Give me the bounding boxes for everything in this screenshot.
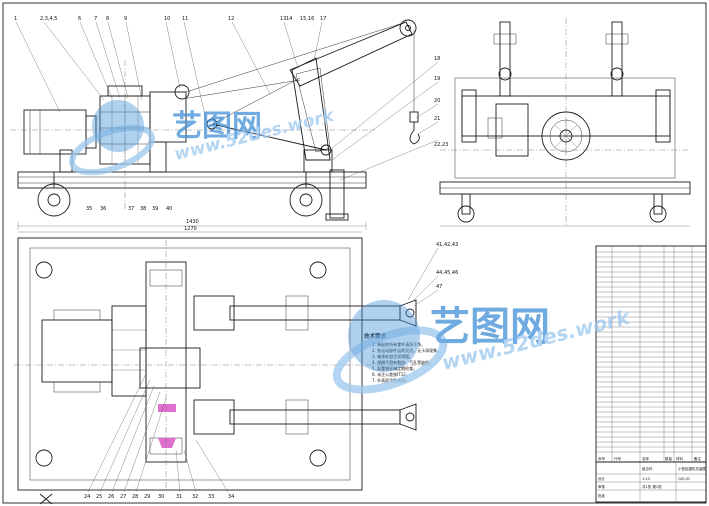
dimension-plan: 1270 (184, 226, 197, 232)
callout-label: 24 (84, 494, 90, 500)
side-mast-right (611, 21, 623, 97)
callout-label: 32 (192, 494, 198, 500)
callout-label: 1 (14, 16, 17, 22)
callout-label: 34 (228, 494, 234, 500)
callout-label: 26 (108, 494, 114, 500)
callout-label: 7 (94, 16, 97, 22)
drawing-material: 组合件 (642, 466, 653, 471)
note-line: 6. 未注公差按IT12。 (372, 371, 410, 377)
drawing-scale: 1:10 (642, 477, 650, 481)
plan-view: 1270 (14, 226, 439, 493)
callout-label: 47 (436, 284, 442, 290)
winch-drum (149, 91, 187, 143)
callout-label: 38 (140, 206, 146, 212)
callouts-bottom-row: 24 25 26 27 28 29 30 31 32 33 34 35 36 3… (84, 206, 234, 500)
callout-label: 12 (228, 16, 234, 22)
title-block: 小型起重机总装图 QZJ-00 组合件 1:10 共1张 第1张 设计 审核 批… (595, 461, 706, 503)
plan-boom-lower (229, 409, 401, 425)
front-elevation-view: 1430 (10, 19, 420, 230)
tie-rod (185, 21, 407, 93)
watermark-brand: 艺图网 (172, 109, 262, 144)
callout-label: 31 (176, 494, 182, 500)
callouts-top-row: 1 2,3,4,5 6 7 8 9 10 11 12 13 14 15,16 1… (14, 16, 448, 148)
plan-reducer (111, 305, 147, 397)
designer-label: 设计 (598, 476, 606, 481)
corner-mark (39, 493, 53, 505)
bom-head-no: 序号 (598, 456, 606, 461)
callout-label: 33 (208, 494, 214, 500)
boom-arm (289, 21, 413, 87)
bom-frame (595, 245, 707, 463)
callout-label: 14 (286, 16, 292, 22)
callout-label: 19 (434, 76, 440, 82)
callout-label: 15,16 (300, 16, 314, 22)
callout-label: 9 (124, 16, 127, 22)
callout-label: 8 (106, 16, 109, 22)
callout-label: 21 (434, 116, 440, 122)
bom-head-qty: 数量 (665, 456, 673, 461)
watermark-globe-icon (92, 100, 144, 152)
callout-label: 18 (434, 56, 440, 62)
callout-label: 40 (166, 206, 172, 212)
checker-label: 审核 (598, 484, 606, 489)
callout-label: 35 (86, 206, 92, 212)
note-line: 7. 外表面涂防锈漆。 (372, 377, 409, 383)
note-line: 2. 各运动部件运转灵活，无卡滞现象。 (372, 347, 441, 353)
watermark-brand: 艺图网 (430, 304, 550, 350)
bill-of-materials: 序号 代号 名称 数量 材料 备注 (595, 245, 707, 463)
note-line: 4. 焊缝不得有裂纹、气孔等缺陷。 (372, 359, 433, 365)
side-mast-left (499, 21, 511, 97)
plan-motor (41, 319, 113, 383)
bom-head-name: 名称 (642, 456, 650, 461)
note-line: 5. 起重钢丝绳定期检查。 (372, 365, 417, 371)
dimension-front: 1430 (186, 219, 199, 225)
bom-head-material: 材料 (676, 456, 684, 461)
callout-label: 13 (280, 16, 286, 22)
wheel-front (289, 183, 323, 217)
callout-label: 28 (132, 494, 138, 500)
highlight-part-upper (158, 404, 176, 412)
note-line: 1. 装配前所有零件清洗干净。 (372, 341, 425, 347)
plan-outline (17, 237, 363, 491)
wheel-rear (37, 183, 71, 217)
callout-label: 27 (120, 494, 126, 500)
bom-head-note: 备注 (694, 456, 702, 461)
side-view (439, 18, 691, 227)
watermark-bottom: 艺图网 www.52des.work (332, 300, 633, 394)
drawing-title: 小型起重机总装图 (678, 466, 706, 471)
approver-label: 批准 (598, 493, 606, 498)
callout-label: 11 (182, 16, 188, 22)
callout-label: 36 (100, 206, 106, 212)
base-frame (17, 171, 367, 189)
callout-label: 30 (158, 494, 164, 500)
note-line: 3. 轴承处加注润滑脂。 (372, 353, 413, 359)
callout-label: 25 (96, 494, 102, 500)
callout-label: 20 (434, 98, 440, 104)
front-leaders (15, 21, 439, 181)
watermark-top: 艺图网 www.52des.work (69, 100, 337, 176)
callout-label: 2,3,4,5 (40, 16, 58, 22)
callout-label: 22,23 (434, 142, 448, 148)
boom-pulley (399, 19, 417, 37)
callout-label: 41,42,43 (436, 242, 458, 248)
watermark-globe-icon (348, 300, 420, 372)
drawing-number: QZJ-00 (678, 477, 690, 481)
callouts-plan: 41,42,43 44,45,46 47 (436, 242, 458, 290)
drawing-sheet: 共1张 第1张 (642, 484, 662, 489)
callout-label: 39 (152, 206, 158, 212)
callout-label: 6 (78, 16, 81, 22)
callout-label: 10 (164, 16, 170, 22)
bom-head-code: 代号 (614, 456, 622, 461)
callout-label: 17 (320, 16, 326, 22)
callout-label: 29 (144, 494, 150, 500)
highlight-part-lower (158, 438, 176, 448)
hook (409, 122, 420, 145)
callout-label: 37 (128, 206, 134, 212)
callout-label: 44,45,46 (436, 270, 458, 276)
